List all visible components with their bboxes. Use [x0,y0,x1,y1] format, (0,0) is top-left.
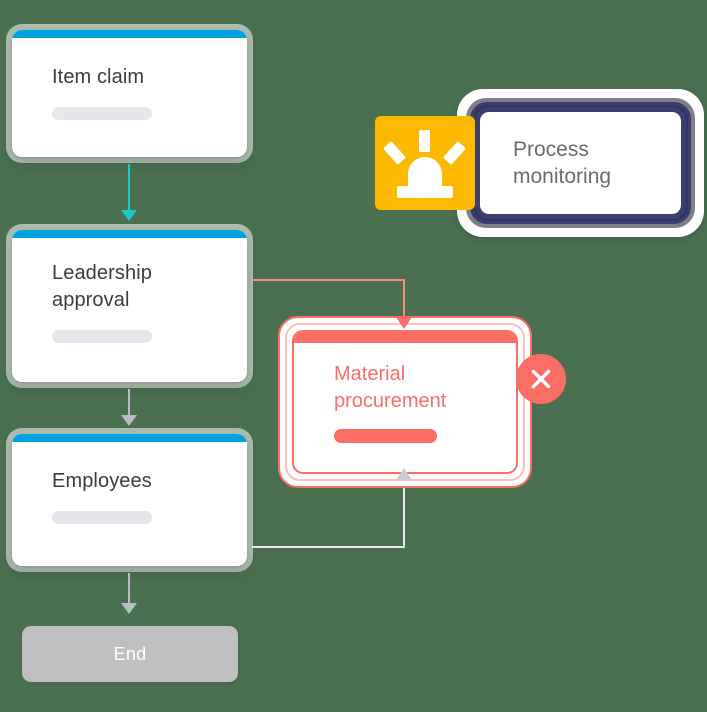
node-material-procurement-placeholder-bar [334,429,437,443]
alarm-siren-icon [383,130,466,198]
node-employees-title: Employees [52,470,152,492]
connector-employees-to-end [128,573,130,607]
node-leadership-approval[interactable]: Leadership approval [12,230,247,382]
node-process-monitoring[interactable]: Process monitoring [457,89,704,237]
node-material-procurement-card: Material procurement [292,330,518,474]
close-x-icon [531,369,551,389]
alarm-siren-icon-tile[interactable] [375,116,475,210]
node-leadership-approval-placeholder-bar [52,330,152,343]
node-item-claim[interactable]: Item claim [12,30,247,157]
connector-leadership-to-employees [128,389,130,419]
arrow-head-leadership-to-material [396,317,412,329]
node-employees-placeholder-bar [52,511,152,524]
node-material-procurement-title: Material procurement [334,363,447,412]
arrow-head-employees-to-material [396,468,412,480]
node-material-procurement-body: Material procurement [294,343,516,472]
node-process-monitoring-body: Process monitoring [480,112,681,214]
connector-leadership-to-material-vertical [403,279,405,321]
node-end[interactable]: End [22,626,238,682]
node-process-monitoring-ring-indigo: Process monitoring [473,105,688,221]
connector-item-claim-to-leadership [128,164,130,216]
node-item-claim-body: Item claim [12,38,247,157]
node-employees-body: Employees [12,442,247,566]
node-process-monitoring-ring-navy-inner: Process monitoring [475,107,686,219]
node-leadership-approval-status-bar [12,230,247,238]
node-process-monitoring-title: Process monitoring [513,137,612,188]
node-end-label: End [113,643,147,664]
connector-employees-to-material-horizontal [252,546,405,548]
connector-employees-to-material-vertical [403,478,405,548]
node-employees[interactable]: Employees [12,434,247,566]
arrow-head-employees-to-end [121,603,137,614]
node-item-claim-title: Item claim [52,66,145,88]
arrow-head-leadership-to-employees [121,415,137,426]
arrow-head-item-claim-to-leadership [121,210,137,221]
node-leadership-approval-body: Leadership approval [12,238,247,382]
node-employees-status-bar [12,434,247,442]
node-item-claim-placeholder-bar [52,107,152,120]
node-material-procurement-status-bar [294,332,516,343]
node-process-monitoring-ring-navy-outer: Process monitoring [470,102,691,224]
node-process-monitoring-ring-gray: Process monitoring [466,98,695,228]
node-material-procurement[interactable]: Material procurement [278,316,566,488]
node-leadership-approval-title: Leadership approval [52,262,152,311]
node-item-claim-status-bar [12,30,247,38]
connector-leadership-to-material-horizontal [252,279,405,281]
error-status-badge[interactable] [516,354,566,404]
node-material-procurement-ring: Material procurement [285,323,525,481]
